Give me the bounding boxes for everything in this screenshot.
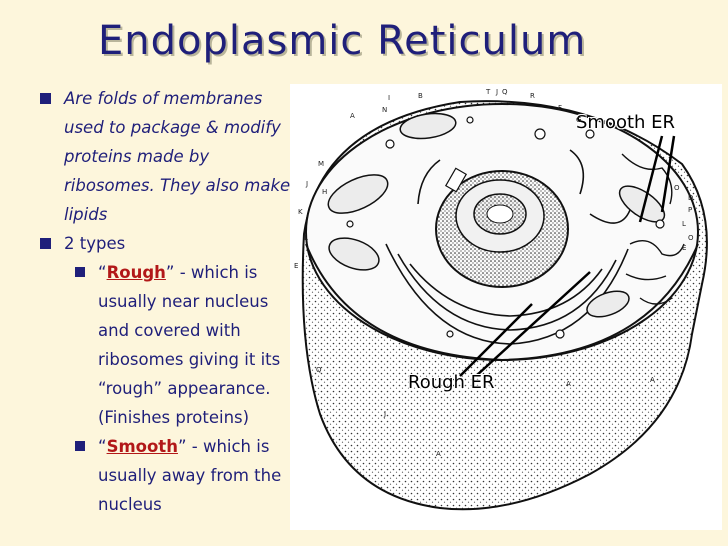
diagram-reference-letter: A	[650, 376, 655, 384]
diagram-reference-letter: I	[388, 94, 391, 102]
square-bullet-icon	[40, 93, 51, 104]
diagram-reference-letter: F	[558, 104, 563, 112]
cell-illustration	[301, 100, 708, 511]
diagram-reference-letter: N	[382, 106, 388, 114]
rough-er-pointer-1	[459, 303, 533, 377]
smooth-er-tubules	[621, 153, 685, 305]
smooth-er-pointer-1	[638, 135, 664, 223]
diagram-reference-letter: L	[682, 220, 686, 228]
square-bullet-icon	[40, 238, 51, 249]
bullet-intro: Are folds of membranes used to package &…	[34, 84, 296, 229]
slide-title: Endoplasmic Reticulum	[98, 18, 587, 64]
vesicles	[346, 116, 665, 339]
bullet-intro-text: Are folds of membranes used to package &…	[64, 89, 291, 224]
smooth-open-quote: “	[98, 437, 107, 456]
diagram-reference-letter: Q	[502, 88, 508, 96]
mitochondria	[327, 112, 666, 318]
cell-rim	[305, 243, 699, 362]
square-bullet-icon	[75, 267, 85, 277]
sub-bullet-smooth: “Smooth” - which is usually away from th…	[34, 432, 296, 519]
smooth-description: ” - which is usually away from the nucle…	[98, 437, 282, 514]
diagram-reference-letter: A	[436, 450, 441, 458]
rough-er-label: Rough ER	[408, 372, 495, 393]
bullet-list: Are folds of membranes used to package &…	[34, 84, 296, 519]
diagram-reference-letter: D	[688, 194, 694, 202]
diagram-reference-letter: M	[318, 160, 325, 168]
diagram-reference-letter: R	[530, 92, 535, 100]
diagram-reference-letter: E	[682, 244, 687, 252]
diagram-reference-letter: O	[674, 184, 680, 192]
diagram-reference-letter: K	[298, 208, 303, 216]
diagram-reference-letter: H	[322, 188, 328, 196]
diagram-reference-letter: J	[496, 88, 499, 96]
square-bullet-icon	[75, 441, 85, 451]
diagram-reference-letter: A	[350, 112, 355, 120]
diagram-reference-letter: J	[384, 410, 387, 418]
diagram-reference-letter: O	[688, 234, 694, 242]
diagram-reference-letter: G	[576, 116, 582, 124]
diagram-reference-letter: P	[688, 206, 693, 214]
rough-open-quote: “	[98, 263, 107, 282]
bullet-types-text: 2 types	[64, 234, 126, 253]
smooth-er-pointer-2	[660, 135, 676, 213]
bullet-types: 2 types	[34, 229, 296, 258]
diagram-reference-letter: T	[486, 88, 491, 96]
smooth-keyword: Smooth	[106, 437, 178, 456]
rough-keyword: Rough	[106, 263, 166, 282]
diagram-reference-letter: E	[294, 262, 299, 270]
rough-er-pointer-2	[475, 271, 591, 377]
diagram-reference-letter: Q	[316, 366, 322, 374]
sub-bullet-rough: “Rough” - which is usually near nucleus …	[34, 258, 296, 432]
diagram-reference-letter: A	[566, 380, 571, 388]
rough-description: ” - which is usually near nucleus and co…	[98, 263, 281, 427]
diagram-reference-letter: B	[418, 92, 423, 100]
smooth-er-label: Smooth ER	[576, 112, 676, 133]
diagram-reference-letter: J	[306, 180, 309, 188]
diagram-reference-letter: L	[304, 234, 308, 242]
